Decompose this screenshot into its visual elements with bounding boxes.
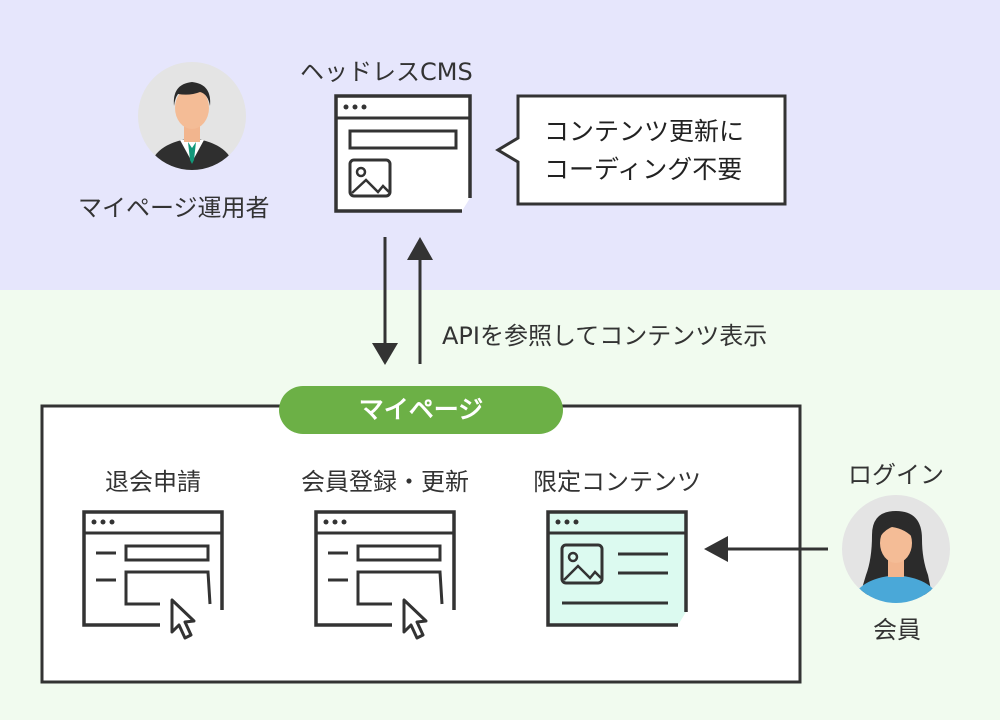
limited-content-icon (546, 510, 688, 627)
bubble-line-2: コーディング不要 (544, 155, 743, 184)
login-label: ログイン (848, 461, 944, 489)
member-label: 会員 (873, 616, 921, 644)
withdrawal-label: 退会申請 (105, 468, 201, 496)
image-icon (560, 543, 604, 585)
operator-label: マイページ運用者 (78, 194, 270, 222)
cursor-icon (402, 598, 428, 640)
withdrawal-form-icon (82, 510, 224, 640)
member-avatar (842, 495, 950, 603)
registration-label: 会員登録・更新 (301, 468, 469, 496)
limited-content-label: 限定コンテンツ (533, 468, 701, 496)
cursor-icon (170, 598, 196, 640)
image-icon (348, 158, 392, 198)
api-up-arrow (407, 237, 433, 364)
registration-form-icon (314, 510, 456, 640)
api-label: APIを参照してコンテンツ表示 (442, 322, 768, 350)
cms-label: ヘッドレスCMS (300, 58, 473, 86)
bubble-line-1: コンテンツ更新に (544, 117, 745, 146)
login-arrow (704, 536, 828, 562)
api-down-arrow (372, 237, 398, 365)
mypage-title: マイページ (279, 386, 563, 434)
cms-window-icon (334, 94, 472, 213)
operator-avatar (138, 62, 246, 170)
